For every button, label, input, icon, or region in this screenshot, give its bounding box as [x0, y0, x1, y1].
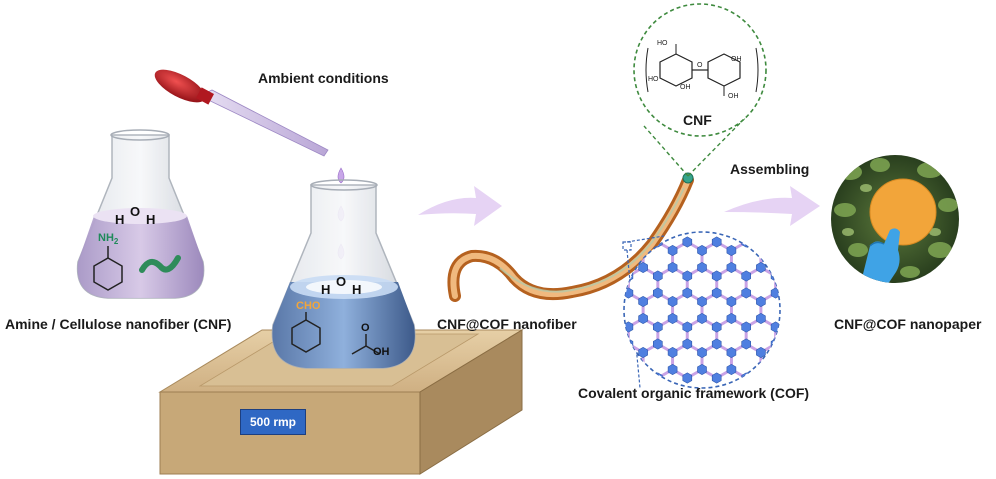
label-cof: Covalent organic framework (COF): [578, 385, 810, 401]
cof-node: [741, 321, 752, 333]
water-o-right: O: [336, 274, 347, 289]
cof-node: [711, 287, 722, 299]
cof-node: [667, 363, 678, 376]
cof-node: [756, 363, 766, 376]
cof-node: [697, 346, 707, 359]
cof-node: [667, 244, 678, 257]
cnf-zoom: [633, 3, 767, 177]
cnf-cof-nanofiber: [447, 172, 694, 302]
stirrer-speed-label: 500 rmp: [240, 409, 306, 435]
cof-node: [667, 312, 678, 325]
acid-oh-label: OH: [373, 346, 390, 358]
cof-node: [711, 338, 722, 350]
water-h-left: H: [115, 212, 125, 227]
cof-node: [652, 287, 663, 299]
cof-node: [726, 363, 737, 376]
cof-node: [711, 270, 722, 282]
cnf-oh-3: OH: [728, 93, 739, 100]
cof-node: [682, 236, 693, 248]
cnf-oh-1: OH: [680, 84, 691, 91]
cof-node: [652, 321, 663, 333]
nanopaper-photo: [831, 155, 959, 283]
cof-node: [682, 372, 693, 384]
acid-o-label: O: [361, 322, 370, 334]
cof-node: [741, 270, 752, 282]
cof-node: [652, 270, 663, 282]
cof-node: [756, 295, 766, 308]
cof-node: [667, 295, 678, 308]
cof-node: [711, 321, 722, 333]
nh2-label: NH2: [98, 232, 119, 247]
cof-node: [697, 244, 707, 257]
cof-node: [697, 312, 707, 325]
cof-node: [638, 346, 648, 359]
cof-node: [726, 312, 737, 325]
cof-node: [697, 295, 707, 308]
water-h2-right: H: [352, 282, 362, 297]
cof-node: [667, 346, 678, 359]
water-h2-left: H: [146, 212, 156, 227]
cof-node: [697, 261, 707, 274]
cof-node: [697, 363, 707, 376]
label-assembling: Assembling: [730, 161, 810, 177]
cof-node: [741, 287, 752, 299]
cof-node: [726, 346, 737, 359]
flask-amine-cnf: [76, 129, 205, 299]
cof-node: [638, 312, 648, 325]
cof-node: [756, 261, 766, 274]
water-h-right: H: [321, 282, 331, 297]
cof-node: [711, 236, 722, 248]
arrow-1: [418, 186, 502, 226]
cof-node: [652, 338, 663, 350]
cof-node: [741, 338, 752, 350]
cof-node: [667, 261, 678, 274]
cof-node: [756, 244, 766, 257]
arrow-2: [724, 186, 820, 226]
cof-node: [682, 338, 693, 350]
cnf-ho-2: HO: [648, 76, 659, 83]
label-cnf: CNF: [683, 112, 712, 128]
cho-label: CHO: [296, 300, 321, 312]
cof-node: [726, 261, 737, 274]
cnf-o-link: O: [697, 62, 703, 69]
cof-node: [638, 363, 648, 376]
cof-node: [756, 346, 766, 359]
cof-zoom: [622, 231, 781, 389]
cof-node: [682, 287, 693, 299]
cof-node: [726, 295, 737, 308]
cnf-oh-2: OH: [731, 56, 742, 63]
flask-reaction: [271, 179, 416, 369]
cof-node: [756, 312, 766, 325]
label-nanopaper: CNF@COF nanopaper: [834, 316, 982, 332]
water-o-left: O: [130, 204, 141, 219]
cof-node: [770, 270, 780, 282]
cof-node: [741, 372, 752, 384]
label-cnf-cof-nanofiber: CNF@COF nanofiber: [437, 316, 577, 332]
label-ambient-conditions: Ambient conditions: [258, 70, 389, 86]
cof-node: [624, 338, 634, 350]
cnf-ho-1: HO: [657, 40, 668, 47]
cof-node: [711, 372, 722, 384]
label-amine-cnf: Amine / Cellulose nanofiber (CNF): [5, 316, 232, 332]
cof-node: [726, 244, 737, 257]
cof-node: [682, 321, 693, 333]
pipette: [154, 69, 329, 157]
cof-node: [682, 270, 693, 282]
cof-node: [638, 261, 648, 274]
cof-node: [638, 295, 648, 308]
